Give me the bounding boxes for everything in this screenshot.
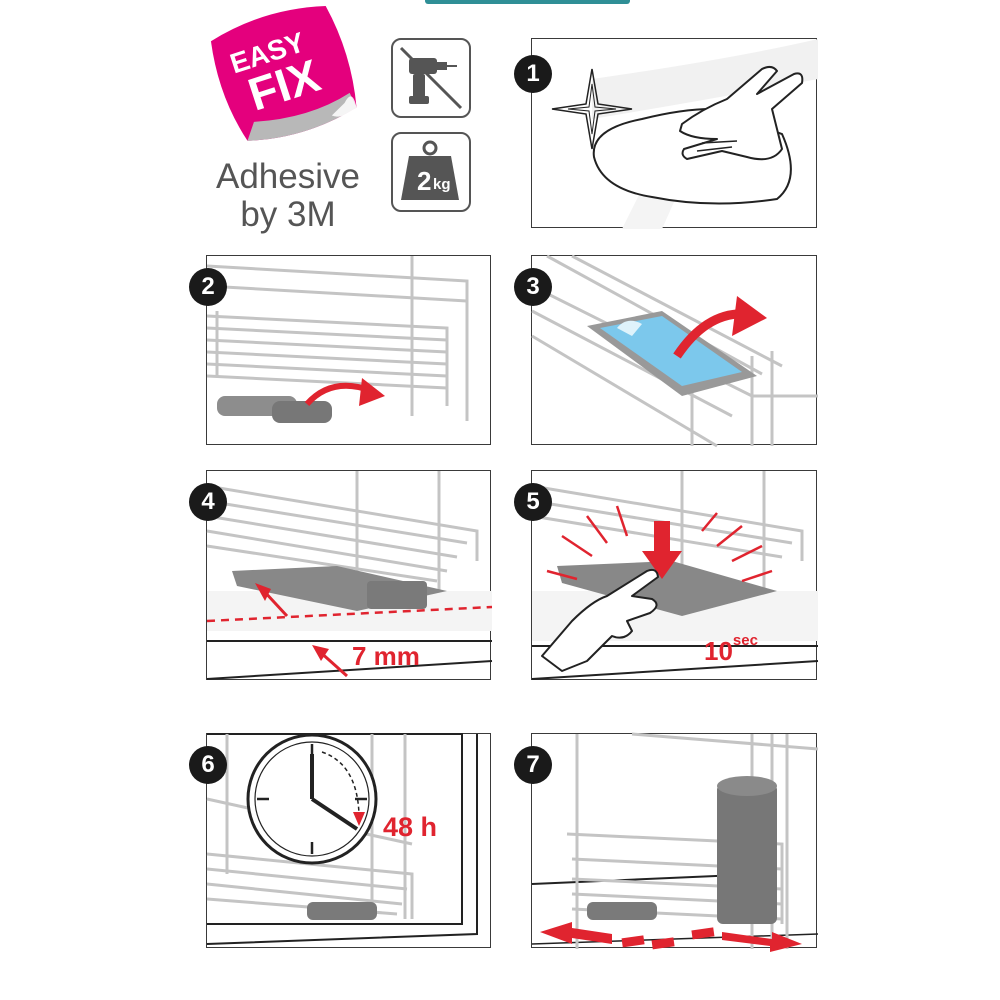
- hand-icon: [679, 65, 804, 161]
- top-accent-bar: [425, 0, 630, 4]
- step-5-panel: 5 10sec: [514, 470, 819, 680]
- slide-arrows: [540, 922, 802, 952]
- step-6-label: 48 h: [383, 812, 438, 842]
- step-6-panel: 6 48 h: [189, 733, 491, 948]
- step-4-panel: 4 7 mm: [189, 470, 493, 680]
- adhesive-line2: by 3M: [240, 195, 336, 234]
- weight-icon: 2 kg: [391, 132, 471, 212]
- step-7-number: 7: [514, 746, 552, 784]
- clock-icon: [246, 733, 378, 865]
- adhesive-label: Adhesive by 3M: [198, 158, 378, 234]
- step-5-label-sup: sec: [732, 632, 758, 649]
- step-5-label: 10sec: [704, 632, 758, 667]
- pressing-hand-icon: [541, 568, 659, 672]
- step-7-panel: 7: [514, 732, 819, 952]
- step-4-number: 4: [189, 483, 227, 521]
- step-5-number: 5: [514, 483, 552, 521]
- step-3-panel: 3: [514, 254, 818, 448]
- no-drill-icon: [391, 38, 471, 118]
- step-2-panel: 2: [189, 255, 491, 445]
- sparkle-icon: [551, 68, 633, 150]
- adhesive-line1: Adhesive: [216, 157, 360, 196]
- weight-text-big: 2: [417, 166, 431, 196]
- step-1-number: 1: [514, 55, 552, 93]
- weight-text-small: kg: [433, 176, 451, 193]
- step-5-label-main: 10: [704, 636, 733, 666]
- step-2-number: 2: [189, 268, 227, 306]
- easy-fix-badge: EASY FIX: [210, 6, 357, 141]
- step-1-panel: 1: [514, 38, 818, 229]
- step-4-label: 7 mm: [352, 641, 420, 671]
- step-3-number: 3: [514, 268, 552, 306]
- step-6-number: 6: [189, 746, 227, 784]
